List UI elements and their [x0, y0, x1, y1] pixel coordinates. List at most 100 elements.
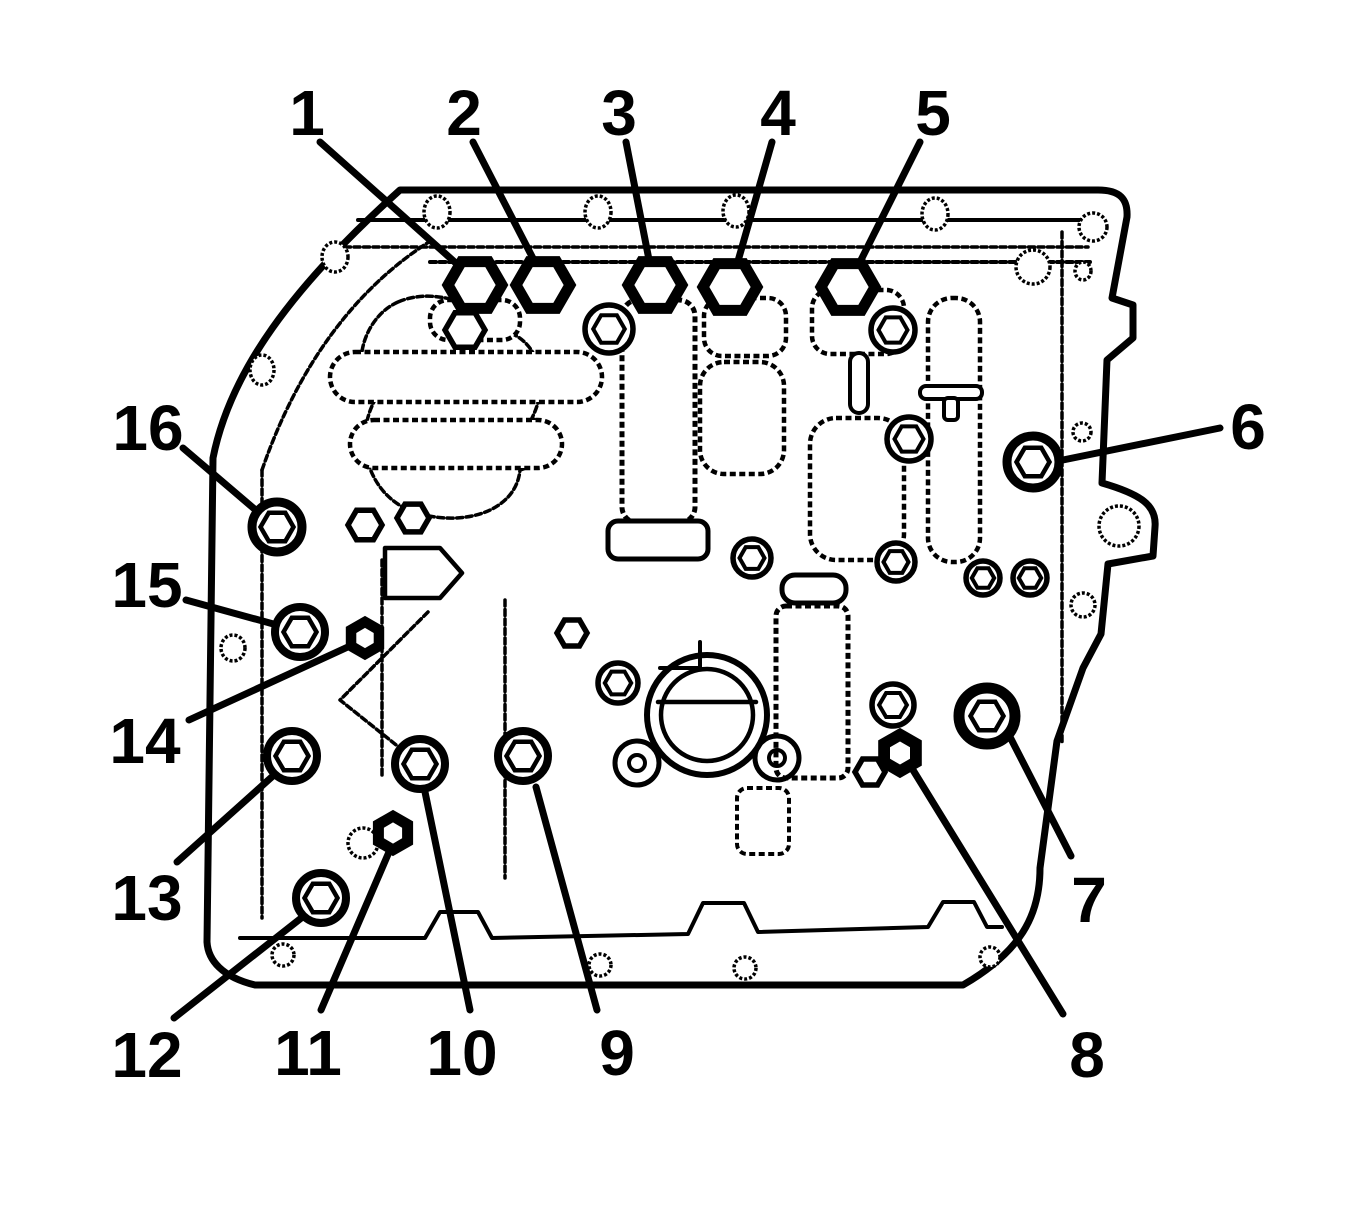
unlabeled-hex-bolt-1 — [344, 507, 386, 543]
bolt-center-8 — [890, 741, 910, 765]
bolt-hole-8 — [270, 942, 296, 968]
bolt-hole-3 — [920, 196, 950, 232]
callout-3: 3 — [601, 77, 689, 314]
unlabeled-ringed-bolt-0 — [582, 302, 636, 356]
unlabeled-ringed-bolt-1 — [868, 305, 918, 355]
bolt-hex-12 — [301, 881, 341, 915]
bolt-hex-15 — [280, 615, 320, 649]
valve-body-contour-3 — [260, 238, 434, 472]
callout-label-11: 11 — [274, 1017, 342, 1089]
bore-circle-4 — [752, 733, 802, 783]
bore-circle-3 — [627, 753, 647, 773]
unlabeled-ringed-bolt-8 — [595, 660, 641, 706]
unlabeled-hex-bolt-4 — [851, 756, 889, 788]
bolt-hole-5 — [320, 240, 350, 274]
leader-line-1 — [316, 138, 471, 277]
bolt-3 — [621, 256, 689, 314]
callout-label-12: 12 — [111, 1019, 182, 1091]
bolt-hole-1 — [583, 194, 613, 230]
unlabeled-hex-bolt-3 — [553, 617, 591, 649]
valve-bore-shape-12 — [347, 417, 565, 471]
unlabeled-ringed-bolt-6 — [1010, 558, 1050, 598]
leader-line-7 — [1004, 729, 1075, 860]
bolt-hole-12 — [1073, 260, 1093, 282]
valve-body-shapes-layer — [238, 218, 1096, 940]
leader-line-5 — [853, 138, 924, 272]
leader-line-8 — [909, 766, 1067, 1018]
valve-bore-shape-10 — [735, 786, 791, 856]
leader-line-2 — [469, 138, 544, 276]
callout-15: 15 — [111, 549, 329, 661]
callout-label-6: 6 — [1230, 391, 1266, 463]
bolt-hole-17 — [1014, 248, 1052, 286]
leader-line-11 — [317, 848, 393, 1014]
callout-11: 11 — [274, 809, 414, 1089]
bolt-hex — [969, 566, 997, 590]
bolt-holes-layer — [219, 193, 1141, 981]
callout-label-4: 4 — [760, 77, 796, 149]
bore-circle-5 — [767, 748, 787, 768]
valve-bore-shape-6 — [925, 295, 983, 565]
bolt-5 — [814, 258, 882, 316]
callout-12: 12 — [111, 869, 350, 1091]
leader-line-9 — [532, 783, 601, 1014]
callout-7: 7 — [953, 682, 1107, 936]
callout-label-13: 13 — [111, 862, 182, 934]
callout-8: 8 — [878, 727, 1105, 1091]
callout-label-5: 5 — [915, 77, 951, 149]
callout-5: 5 — [814, 77, 951, 316]
unlabeled-hex-bolt-2 — [393, 501, 433, 535]
unlabeled-ringed-bolt-3 — [730, 536, 774, 580]
bolt-hex — [590, 313, 628, 345]
valve-bore-shape-14 — [942, 396, 960, 422]
callout-10: 10 — [391, 735, 498, 1089]
callout-16: 16 — [112, 392, 307, 557]
unlabeled-fasteners-layer — [344, 302, 1050, 788]
leader-line-4 — [732, 138, 776, 272]
callout-label-14: 14 — [109, 705, 181, 777]
unlabeled-hex-bolt-0 — [441, 309, 489, 351]
bolt-hole-6 — [248, 353, 276, 387]
bolt-hex — [1016, 566, 1044, 590]
callout-label-16: 16 — [112, 392, 183, 464]
leader-line-13 — [173, 762, 288, 866]
unlabeled-ringed-bolt-2 — [884, 414, 934, 464]
callout-label-15: 15 — [111, 549, 182, 621]
callout-label-1: 1 — [289, 77, 325, 149]
callout-1: 1 — [289, 77, 509, 314]
bolt-hex — [737, 545, 767, 571]
bore-circle-2 — [612, 738, 662, 788]
leader-line-15 — [182, 596, 281, 629]
bolt-hex — [876, 691, 910, 719]
valve-bore-shape-1 — [605, 518, 711, 562]
unlabeled-ringed-bolt-5 — [963, 558, 1003, 598]
valve-body-contour-11 — [382, 545, 465, 601]
valve-bore-shape-7 — [848, 351, 870, 415]
valve-bore-shape-11 — [327, 349, 605, 405]
valve-bore-shape-5 — [807, 415, 907, 563]
bolt-hex-9 — [503, 739, 543, 773]
bolt-center-14 — [356, 627, 374, 649]
bolt-hole-13 — [1071, 421, 1093, 443]
bolt-hex-6 — [1013, 445, 1053, 479]
callout-14: 14 — [109, 615, 385, 777]
callout-label-2: 2 — [446, 77, 482, 149]
bolt-hex — [881, 549, 911, 575]
bore-circle-0 — [644, 652, 770, 778]
bolt-hole-9 — [587, 952, 613, 978]
leader-line-12 — [170, 904, 318, 1022]
leader-line-6 — [1054, 424, 1224, 465]
callout-6: 6 — [1002, 391, 1266, 493]
bolt-hole-0 — [422, 194, 452, 230]
bolt-hex — [602, 669, 634, 697]
bolt-1 — [441, 256, 509, 314]
bolt-center-11 — [383, 822, 403, 844]
callout-9: 9 — [494, 727, 635, 1089]
valve-body-contour-12 — [338, 610, 430, 770]
leader-line-3 — [622, 138, 655, 274]
bolt-hex — [876, 315, 910, 345]
callout-13: 13 — [111, 727, 321, 934]
